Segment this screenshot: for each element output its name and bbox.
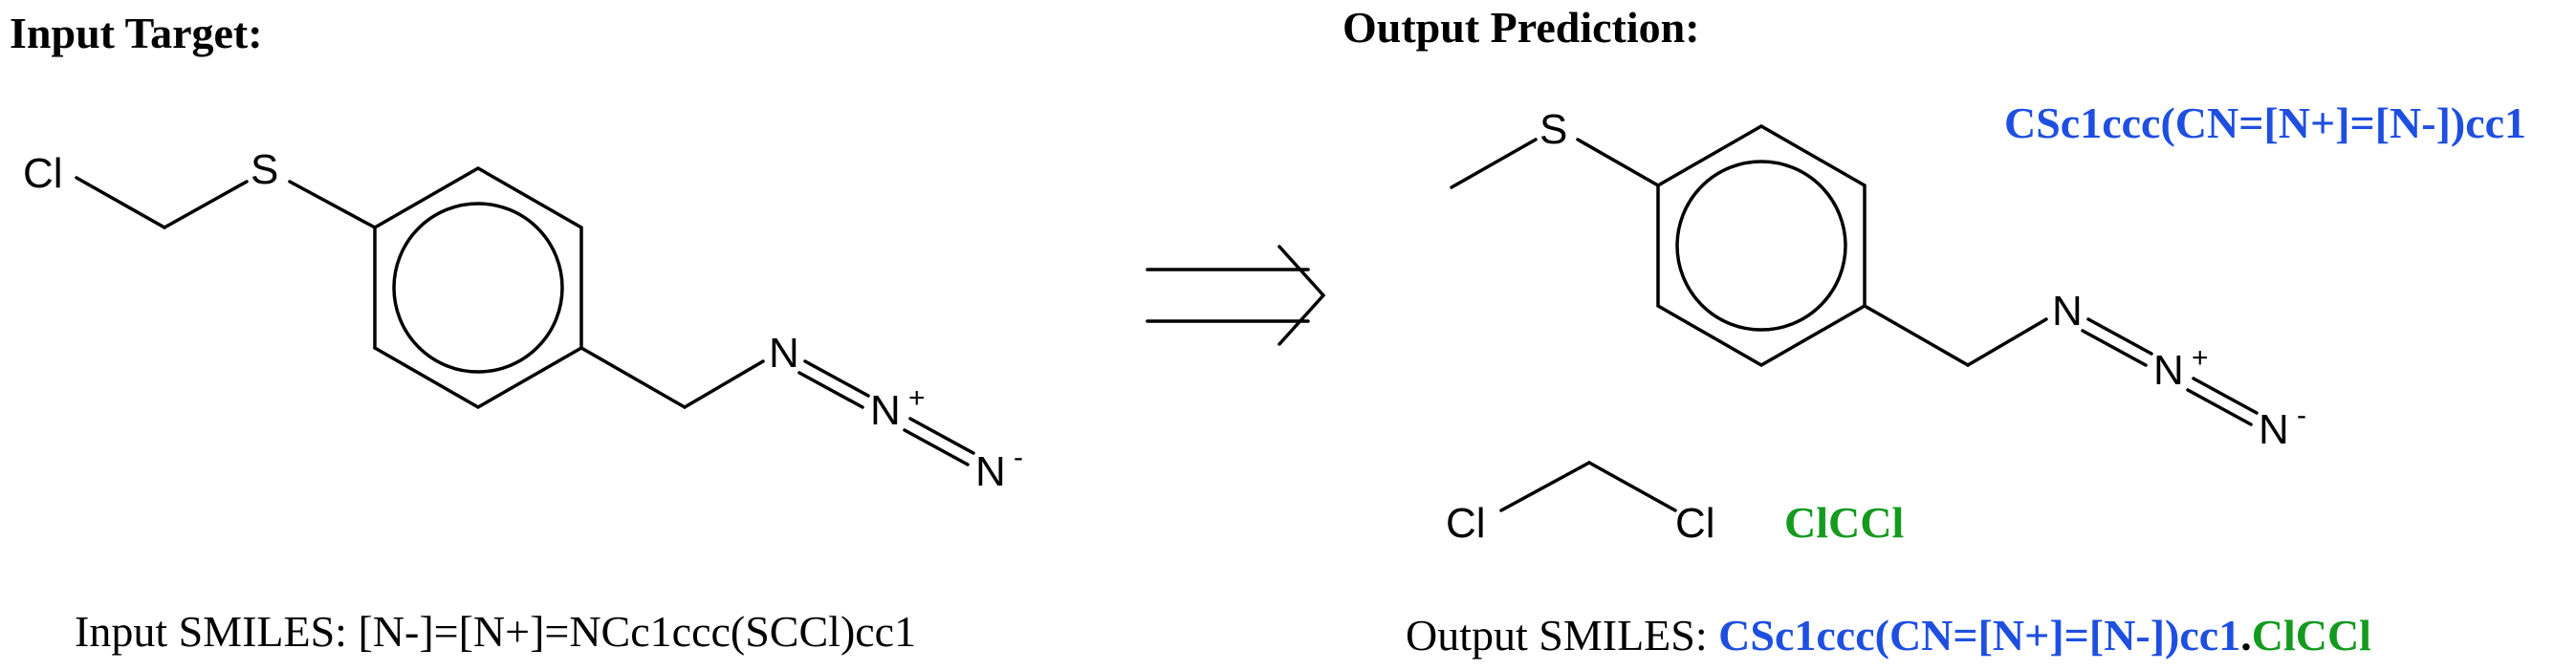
output-smiles-line: Output SMILES: CSc1ccc(CN=[N+]=[N-])cc1.… xyxy=(1406,610,2371,660)
output-heading: Output Prediction: xyxy=(1343,3,1700,52)
output-atom-cl-left: Cl xyxy=(1446,500,1486,547)
product-smiles-label: CSc1ccc(CN=[N+]=[N-])cc1 xyxy=(2004,98,2527,147)
output-smiles-reagent: ClCCl xyxy=(2251,611,2371,660)
output-bond-cl-c-left xyxy=(1499,461,1591,512)
output-atom-n2: N xyxy=(2153,347,2184,394)
input-atom-cl: Cl xyxy=(23,150,63,197)
retrosynthesis-arrow-icon xyxy=(1146,245,1325,346)
input-atom-n3: N xyxy=(975,448,1006,495)
output-atom-n2-charge: + xyxy=(2192,342,2209,374)
input-atom-s: S xyxy=(251,146,278,193)
output-bond-n2-n3a xyxy=(2192,377,2259,415)
output-atom-n1: N xyxy=(2052,288,2083,335)
input-bond-n1-n2a xyxy=(803,359,870,398)
output-atom-n3-charge: - xyxy=(2297,400,2306,431)
output-atom-cl-right: Cl xyxy=(1675,500,1715,547)
output-bond-ch2-n xyxy=(1966,317,2048,367)
input-smiles-value: [N-]=[N+]=NCc1ccc(SCCl)cc1 xyxy=(358,607,917,656)
input-molecule: Cl S N N + N - xyxy=(23,146,1023,495)
output-reagent-molecule: Cl Cl xyxy=(1446,461,1715,547)
output-bond-ch3-s xyxy=(1450,138,1538,189)
output-aromatic-circle xyxy=(1675,160,1847,332)
output-bond-n1-n2a xyxy=(2086,317,2153,356)
output-bond-c-cl-right xyxy=(1587,461,1677,512)
input-bond-n2-n3a xyxy=(908,417,975,455)
output-atom-n3: N xyxy=(2259,406,2289,453)
input-aromatic-circle xyxy=(392,202,564,374)
input-bond-s-ring xyxy=(288,180,377,229)
input-bond-ch2-n xyxy=(683,359,765,409)
output-smiles-separator: . xyxy=(2240,611,2252,660)
output-smiles-prefix: Output SMILES: xyxy=(1406,611,1708,660)
input-bond-c-s xyxy=(163,180,249,229)
output-atom-s: S xyxy=(1539,106,1567,153)
output-bond-ring-ch2 xyxy=(1863,304,1970,367)
input-bond-n1-n2b xyxy=(797,371,864,409)
input-smiles-prefix: Input SMILES: xyxy=(75,607,347,656)
output-smiles-product: CSc1ccc(CN=[N+]=[N-])cc1 xyxy=(1718,611,2241,660)
input-atom-n3-charge: - xyxy=(1014,442,1023,473)
reagent-smiles-label: ClCCl xyxy=(1784,498,1905,547)
input-bond-ring-ch2 xyxy=(579,346,687,409)
input-heading: Input Target: xyxy=(10,9,263,57)
input-atom-n2: N xyxy=(870,387,901,434)
input-bond-n2-n3b xyxy=(903,428,970,466)
input-atom-n1: N xyxy=(769,330,799,377)
output-bond-s-ring xyxy=(1576,138,1660,187)
input-bond-cl-c xyxy=(75,176,166,229)
output-product-molecule: S N N + N - xyxy=(1450,106,2306,453)
input-smiles-line: Input SMILES: [N-]=[N+]=NCc1ccc(SCCl)cc1 xyxy=(75,606,916,657)
output-bond-n1-n2b xyxy=(2081,329,2148,367)
input-atom-n2-charge: + xyxy=(908,382,926,414)
output-bond-n2-n3b xyxy=(2186,388,2253,426)
